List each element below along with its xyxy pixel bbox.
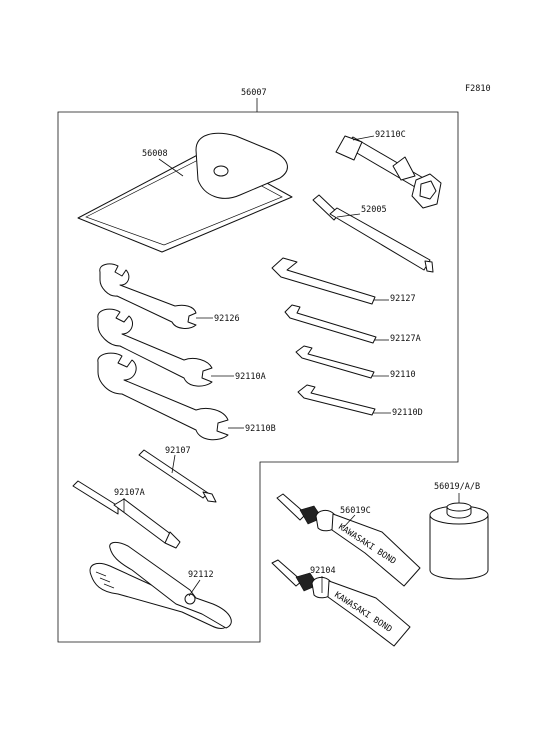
label-assembly: 56007 (241, 88, 267, 98)
label-can: 56019/A/B (434, 482, 480, 492)
kit-boundary (57, 111, 459, 643)
label-hex-key-4: 92110D (392, 408, 423, 418)
wrench-1 (99, 263, 197, 329)
label-plug-wrench: 92110C (375, 130, 406, 140)
pliers (89, 541, 232, 629)
leader-bond-tube-1 (342, 514, 356, 529)
wrench-3 (97, 352, 229, 441)
label-hex-key-2: 92127A (390, 334, 421, 344)
screwdriver-bit (138, 449, 217, 503)
label-screwdriver-handle: 52005 (361, 205, 387, 215)
screwdriver-handle (312, 194, 434, 273)
label-screwdriver: 92107A (114, 488, 145, 498)
label-hex-key-3: 92110 (390, 370, 416, 380)
label-wrench-1: 92126 (214, 314, 240, 324)
tool-pouch (77, 132, 293, 253)
hex-key-1 (271, 257, 376, 305)
hex-key-3 (295, 345, 375, 379)
leader-screwdriver-handle (336, 213, 361, 218)
leader-plug-wrench (352, 135, 375, 141)
figure-code: F2810 (465, 84, 491, 94)
sealant-can (429, 502, 489, 580)
hex-key-4 (297, 384, 376, 416)
leader-pouch (158, 158, 184, 177)
label-pliers: 92112 (188, 570, 214, 580)
label-pouch: 56008 (142, 149, 168, 159)
label-bond-tube-1: 56019C (340, 506, 371, 516)
hex-key-2 (284, 304, 377, 344)
label-bond-tube-2: 92104 (310, 566, 336, 576)
label-screwdriver-bit: 92107 (165, 446, 191, 456)
label-wrench-3: 92110B (245, 424, 276, 434)
plug-wrench (335, 135, 442, 209)
label-hex-key-1: 92127 (390, 294, 416, 304)
leader-screwdriver-bit (171, 454, 176, 474)
screwdriver (72, 480, 181, 549)
leader-pliers (188, 579, 201, 597)
wrench-2 (97, 308, 213, 387)
label-wrench-2: 92110A (235, 372, 266, 382)
